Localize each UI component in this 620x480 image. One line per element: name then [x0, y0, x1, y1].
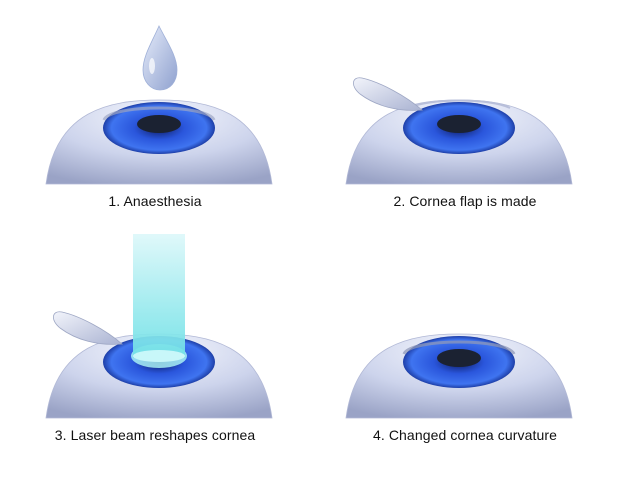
- beam-spot: [133, 350, 185, 362]
- step-1-panel: 1. Anaesthesia: [0, 0, 310, 234]
- cornea-flap: [353, 77, 423, 111]
- cornea: [102, 106, 216, 121]
- pupil: [437, 115, 481, 133]
- step-4-caption: 4. Changed cornea curvature: [372, 427, 558, 443]
- cornea-flap-illustration: [345, 77, 573, 185]
- pupil: [437, 349, 481, 367]
- drop-highlight: [149, 58, 155, 74]
- eye-drop-illustration: [45, 25, 273, 185]
- step-1-caption: 1. Anaesthesia: [108, 193, 202, 209]
- step-4-panel: 4. Changed cornea curvature: [310, 234, 620, 468]
- reshaped-cornea-illustration: [345, 333, 573, 419]
- step-3-panel: 3. Laser beam reshapes cornea: [0, 234, 310, 468]
- reshaped-cornea: [402, 340, 516, 355]
- step-3-caption: 3. Laser beam reshapes cornea: [54, 427, 256, 443]
- laser-beam-illustration: [45, 234, 273, 419]
- step-2-panel: 2. Cornea flap is made: [310, 0, 620, 234]
- pupil: [137, 115, 181, 133]
- eye-drop: [142, 25, 178, 91]
- cornea-flap: [53, 311, 123, 345]
- laser-beam: [133, 234, 185, 358]
- step-2-caption: 2. Cornea flap is made: [393, 193, 537, 209]
